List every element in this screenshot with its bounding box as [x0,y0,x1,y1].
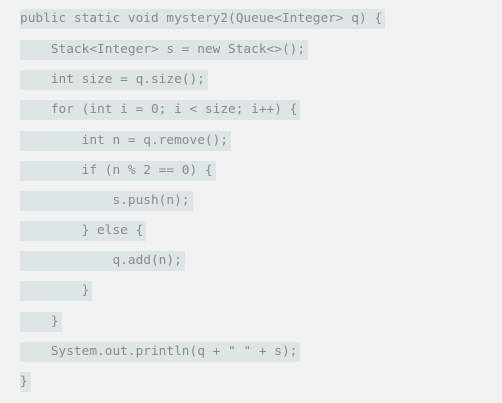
code-line-12: System.out.println(q + " " + s); [20,342,301,362]
code-line-5: int n = q.remove(); [20,131,232,151]
code-line-13: } [20,372,31,392]
code-line-7: s.push(n); [20,191,193,211]
code-line-4: for (int i = 0; i < size; i++) { [20,100,301,120]
code-line-1: public static void mystery2(Queue<Intege… [20,9,386,29]
code-line-3: int size = q.size(); [20,70,208,90]
code-line-11: } [20,312,62,332]
code-line-8: } else { [20,221,147,241]
code-line-6: if (n % 2 == 0) { [20,161,216,181]
code-line-2: Stack<Integer> s = new Stack<>(); [20,40,309,60]
code-line-10: } [20,281,93,301]
code-line-9: q.add(n); [20,251,185,271]
